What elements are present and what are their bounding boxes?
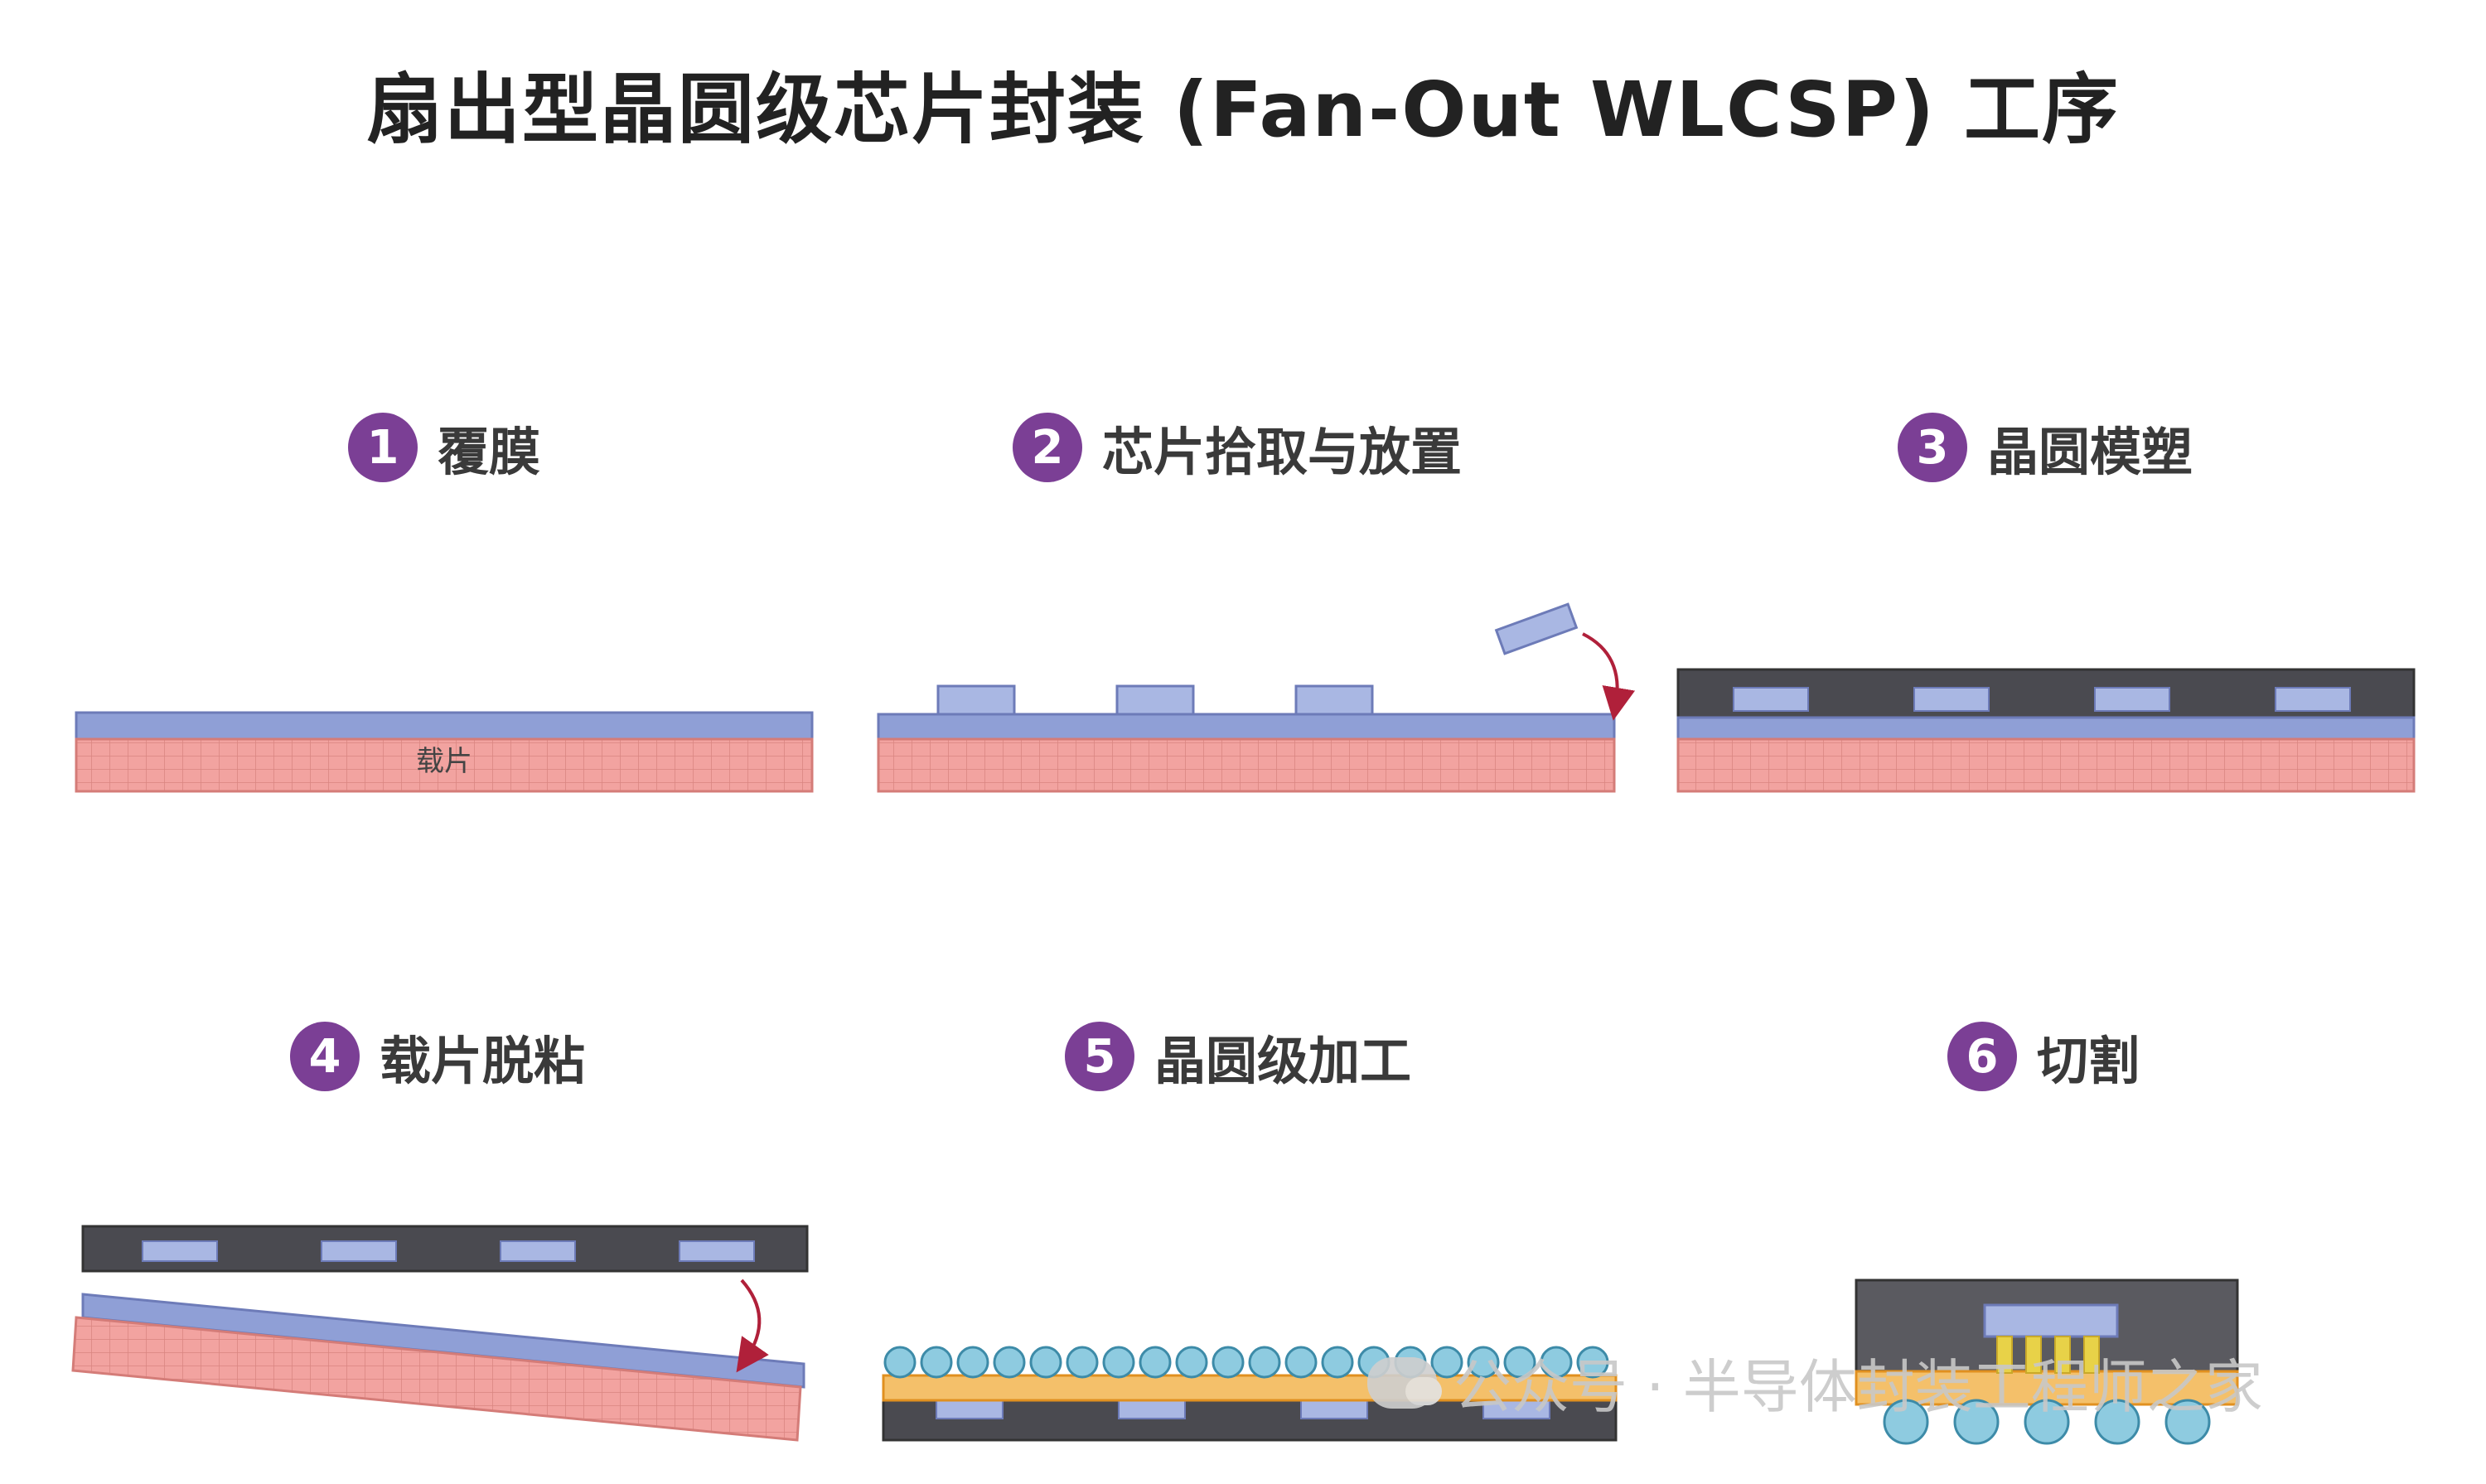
step-1-label: 覆膜	[438, 422, 541, 482]
solder-ball	[883, 1346, 917, 1379]
solder-ball	[1248, 1346, 1281, 1379]
solder-ball	[1212, 1346, 1245, 1379]
solder-ball	[1029, 1346, 1062, 1379]
step-6-bumps	[1996, 1336, 2100, 1374]
step-6-header: 6 切割	[1947, 1019, 2140, 1094]
step-6-chip	[1983, 1303, 2119, 1338]
step-2-chip-3	[1294, 684, 1374, 716]
step-5-chip-2	[1118, 1399, 1186, 1419]
step-1-carrier	[75, 737, 814, 793]
watermark: 公众号 · 半导体封装工程师之家	[1367, 1341, 2263, 1424]
solder-ball	[920, 1346, 953, 1379]
step-5-chip-3	[1300, 1399, 1368, 1419]
watermark-text: 公众号 · 半导体封装工程师之家	[1453, 1353, 2263, 1421]
step-4-chip-4	[679, 1240, 755, 1262]
step-3-chip-4	[2275, 687, 2351, 712]
solder-ball	[1467, 1346, 1500, 1379]
step-4-chip-2	[321, 1240, 397, 1262]
step-2-chip-2	[1115, 684, 1195, 716]
solder-ball	[1102, 1346, 1135, 1379]
step-4-film	[81, 1293, 805, 1389]
step-1-film	[75, 711, 814, 741]
step-6-badge: 6	[1947, 1022, 2017, 1091]
diagram-title: 扇出型晶圆级芯片封装 (Fan-Out WLCSP) 工序	[365, 65, 2121, 154]
step-3-illustration	[1676, 668, 2416, 793]
step-4-badge: 4	[290, 1022, 360, 1091]
solder-ball	[1540, 1346, 1573, 1379]
step-2-carrier	[877, 737, 1616, 793]
step-2-place-arrow	[1582, 632, 1636, 721]
step-2-badge: 2	[1013, 413, 1082, 482]
step-6-label: 切割	[2037, 1031, 2140, 1091]
step-2-chip-1	[936, 684, 1016, 716]
step-5-rdl	[882, 1374, 1618, 1402]
solder-ball	[1321, 1346, 1354, 1379]
step-5-badge: 5	[1065, 1022, 1134, 1091]
step-5-label: 晶圆级加工	[1154, 1031, 1412, 1091]
step-2-illustration	[877, 602, 1636, 793]
step-3-carrier	[1676, 737, 2416, 793]
step-6-illustration	[1855, 1279, 2239, 1445]
solder-ball	[1576, 1346, 1609, 1379]
step-3-chip-2	[1913, 687, 1990, 712]
step-4-label: 载片脱粘	[380, 1031, 586, 1091]
step-5-header: 5 晶圆级加工	[1065, 1019, 1411, 1094]
solder-ball	[1284, 1346, 1318, 1379]
step-4-chip-3	[500, 1240, 576, 1262]
step-3-badge: 3	[1898, 413, 1967, 482]
step-3-chip-3	[2094, 687, 2170, 712]
step-4-debond-arrow	[736, 1279, 769, 1373]
carrier-label: 载片	[416, 745, 472, 778]
solder-ball	[1430, 1346, 1463, 1379]
solder-ball	[956, 1346, 989, 1379]
step-3-header: 3 晶圆模塑	[1898, 410, 2193, 485]
step-4-chip-1	[142, 1240, 218, 1262]
step-3-label: 晶圆模塑	[1987, 422, 2193, 482]
step-2-label: 芯片拾取与放置	[1102, 422, 1463, 482]
step-2-chip-placing	[1494, 602, 1579, 655]
step-3-film	[1676, 716, 2416, 741]
step-6-rdl	[1855, 1370, 2239, 1406]
wechat-icon	[1367, 1356, 1442, 1409]
step-5-chip-1	[936, 1399, 1004, 1419]
step-4-carrier	[71, 1316, 802, 1442]
step-3-chip-1	[1733, 687, 1809, 712]
step-4-header: 4 载片脱粘	[290, 1019, 585, 1094]
step-2-film	[877, 713, 1616, 741]
solder-ball	[1175, 1346, 1208, 1379]
step-1-badge: 1	[348, 413, 418, 482]
solder-ball	[1503, 1346, 1536, 1379]
step-1-header: 1 覆膜	[348, 410, 540, 485]
step-6-solder-balls	[1883, 1399, 2211, 1445]
solder-ball	[1066, 1346, 1099, 1379]
solder-ball	[993, 1346, 1026, 1379]
step-4-illustration	[71, 1225, 809, 1442]
solder-ball	[1139, 1346, 1172, 1379]
step-1-illustration: 载片	[75, 711, 814, 793]
step-2-header: 2 芯片拾取与放置	[1013, 410, 1462, 485]
